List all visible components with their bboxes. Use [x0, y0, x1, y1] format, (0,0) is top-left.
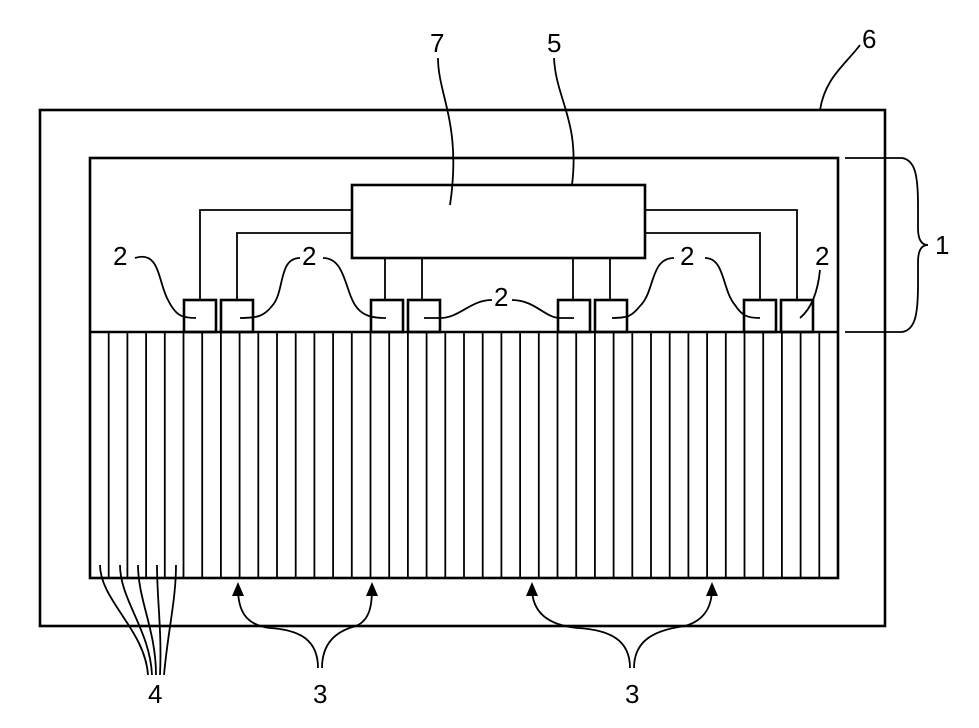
brace-1 — [845, 158, 928, 332]
outer-housing — [40, 110, 885, 626]
leader-5 — [554, 58, 574, 185]
label-2: 2 — [302, 241, 316, 271]
strip-lines — [109, 332, 820, 578]
leader-7 — [438, 58, 453, 205]
controller-unit — [352, 185, 645, 258]
label-7: 7 — [430, 28, 444, 58]
label-4: 4 — [148, 679, 162, 709]
leaders-4 — [100, 565, 176, 675]
label-6: 6 — [862, 24, 876, 54]
label-2: 2 — [680, 241, 694, 271]
unit-box — [595, 300, 627, 332]
unit-box — [221, 300, 253, 332]
unit-box — [408, 300, 440, 332]
label-3: 3 — [625, 679, 639, 709]
label-5: 5 — [547, 28, 561, 58]
unit-box — [371, 300, 403, 332]
wire-right-inner — [645, 233, 760, 300]
wire-left-inner — [237, 233, 352, 300]
label-3: 3 — [313, 679, 327, 709]
wire-left-outer — [200, 210, 352, 300]
label-2: 2 — [815, 241, 829, 271]
wire-right-outer — [645, 210, 797, 300]
unit-box — [558, 300, 590, 332]
label-2: 2 — [113, 241, 127, 271]
label-1: 1 — [935, 230, 949, 260]
unit-box — [781, 300, 813, 332]
label-2: 2 — [494, 282, 508, 312]
leader-6 — [820, 45, 860, 110]
unit-box — [184, 300, 216, 332]
